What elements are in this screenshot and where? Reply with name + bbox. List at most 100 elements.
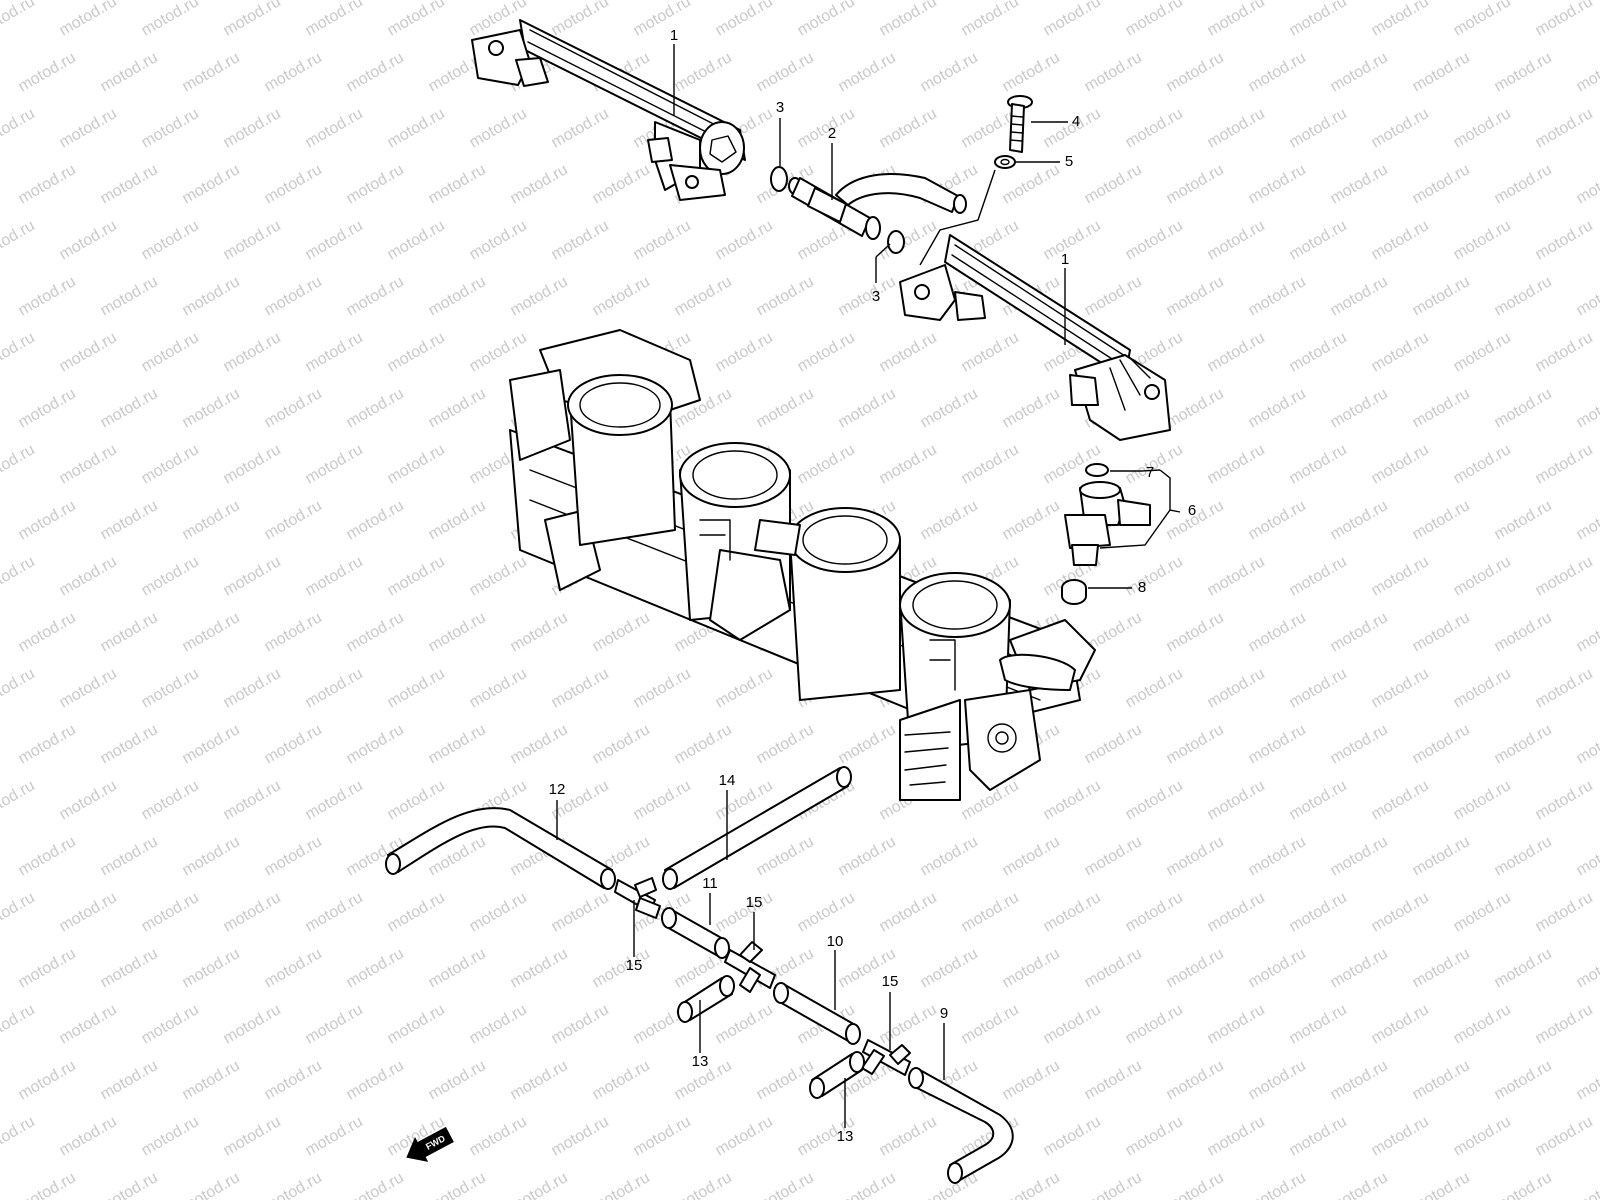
watermark-text: motod.ru: [1533, 0, 1596, 39]
watermark-text: motod.ru: [1082, 945, 1145, 991]
watermark-text: motod.ru: [877, 1001, 940, 1047]
watermark-text: motod.ru: [344, 721, 407, 767]
watermark-text: motod.ru: [1287, 105, 1350, 151]
watermark-text: motod.ru: [1287, 441, 1350, 487]
watermark-text: motod.ru: [16, 1169, 79, 1200]
watermark-text: motod.ru: [877, 441, 940, 487]
watermark-text: motod.ru: [385, 441, 448, 487]
watermark-text: motod.ru: [713, 0, 776, 39]
watermark-text: motod.ru: [549, 1001, 612, 1047]
watermark-text: motod.ru: [57, 665, 120, 711]
throttle-body-assembly: [509, 329, 1096, 801]
watermark-text: motod.ru: [303, 105, 366, 151]
watermark-text: motod.ru: [221, 441, 284, 487]
watermark-text: motod.ru: [57, 0, 120, 39]
hose-13-right: [809, 1051, 865, 1099]
watermark-text: motod.ru: [1205, 665, 1268, 711]
watermark-text: motod.ru: [426, 945, 489, 991]
watermark-text: motod.ru: [385, 553, 448, 599]
watermark-text: motod.ru: [1246, 945, 1309, 991]
watermark-text: motod.ru: [877, 1113, 940, 1159]
watermark-text: motod.ru: [795, 105, 858, 151]
watermark-text: motod.ru: [180, 1169, 243, 1200]
watermark-text: motod.ru: [1164, 49, 1227, 95]
watermark-text: motod.ru: [16, 833, 79, 879]
watermark-text: motod.ru: [1328, 49, 1391, 95]
watermark-text: motod.ru: [385, 665, 448, 711]
watermark-text: motod.ru: [1164, 1057, 1227, 1103]
watermark-text: motod.ru: [1205, 1001, 1268, 1047]
watermark-text: motod.ru: [1041, 1001, 1104, 1047]
watermark-text: motod.ru: [16, 721, 79, 767]
watermark-text: motod.ru: [426, 385, 489, 431]
watermark-text: motod.ru: [385, 329, 448, 375]
callout-13-left: 13: [692, 1053, 709, 1070]
callout-10: 10: [827, 933, 844, 950]
watermark-text: motod.ru: [385, 889, 448, 935]
watermark-text: motod.ru: [754, 833, 817, 879]
watermark-text: motod.ru: [1164, 609, 1227, 655]
watermark-text: motod.ru: [1123, 105, 1186, 151]
watermark-text: motod.ru: [57, 1001, 120, 1047]
watermark-text: motod.ru: [672, 721, 735, 767]
watermark-text: motod.ru: [139, 329, 202, 375]
fuel-injector: [1061, 463, 1151, 605]
callout-6: 6: [1188, 502, 1196, 519]
watermark-text: motod.ru: [16, 945, 79, 991]
watermark-text: motod.ru: [508, 1057, 571, 1103]
watermark-text: motod.ru: [508, 1169, 571, 1200]
watermark-text: motod.ru: [1369, 777, 1432, 823]
fuel-delivery-pipe-lower: [899, 234, 1171, 441]
watermark-text: motod.ru: [1410, 721, 1473, 767]
watermark-text: motod.ru: [344, 273, 407, 319]
watermark-text: motod.ru: [139, 1113, 202, 1159]
watermark-text: motod.ru: [1328, 945, 1391, 991]
watermark-text: motod.ru: [98, 945, 161, 991]
watermark-text: motod.ru: [262, 945, 325, 991]
callout-8: 8: [1138, 579, 1146, 596]
callout-12: 12: [549, 781, 566, 798]
watermark-text: motod.ru: [1041, 0, 1104, 39]
watermark-text: motod.ru: [713, 1001, 776, 1047]
watermark-text: motod.ru: [16, 609, 79, 655]
watermark-text: motod.ru: [713, 1113, 776, 1159]
watermark-text: motod.ru: [1328, 1057, 1391, 1103]
watermark-text: motod.ru: [16, 49, 79, 95]
callout-15-left: 15: [626, 957, 643, 974]
watermark-text: motod.ru: [1164, 385, 1227, 431]
watermark-text: motod.ru: [1574, 1057, 1600, 1103]
watermark-text: motod.ru: [959, 1001, 1022, 1047]
watermark-text: motod.ru: [1533, 217, 1596, 263]
watermark-text: motod.ru: [1410, 161, 1473, 207]
callout-14: 14: [719, 772, 736, 789]
watermark-text: motod.ru: [1000, 1057, 1063, 1103]
watermark-text: motod.ru: [1574, 1169, 1600, 1200]
callout-1-lower: 1: [1061, 251, 1069, 268]
watermark-text: motod.ru: [303, 217, 366, 263]
fuel-delivery-pipe-upper: [471, 19, 746, 201]
watermark-text: motod.ru: [1246, 273, 1309, 319]
watermark-text: motod.ru: [1328, 161, 1391, 207]
watermark-text: motod.ru: [303, 1001, 366, 1047]
watermark-text: motod.ru: [1574, 273, 1600, 319]
watermark-text: motod.ru: [1123, 1001, 1186, 1047]
watermark-text: motod.ru: [0, 105, 38, 151]
watermark-text: motod.ru: [1328, 1169, 1391, 1200]
watermark-text: motod.ru: [98, 721, 161, 767]
fwd-arrow-icon: FWD: [406, 1126, 454, 1162]
washer: [994, 155, 1016, 169]
watermark-text: motod.ru: [1492, 273, 1555, 319]
watermark-text: motod.ru: [1533, 1001, 1596, 1047]
watermark-text: motod.ru: [1246, 721, 1309, 767]
watermark-text: motod.ru: [1287, 777, 1350, 823]
watermark-text: motod.ru: [0, 777, 38, 823]
watermark-text: motod.ru: [1451, 665, 1514, 711]
watermark-text: motod.ru: [1369, 217, 1432, 263]
watermark-text: motod.ru: [180, 385, 243, 431]
watermark-text: motod.ru: [1410, 385, 1473, 431]
watermark-text: motod.ru: [1451, 777, 1514, 823]
watermark-text: motod.ru: [426, 161, 489, 207]
watermark-text: motod.ru: [385, 777, 448, 823]
watermark-text: motod.ru: [836, 833, 899, 879]
watermark-text: motod.ru: [1041, 217, 1104, 263]
